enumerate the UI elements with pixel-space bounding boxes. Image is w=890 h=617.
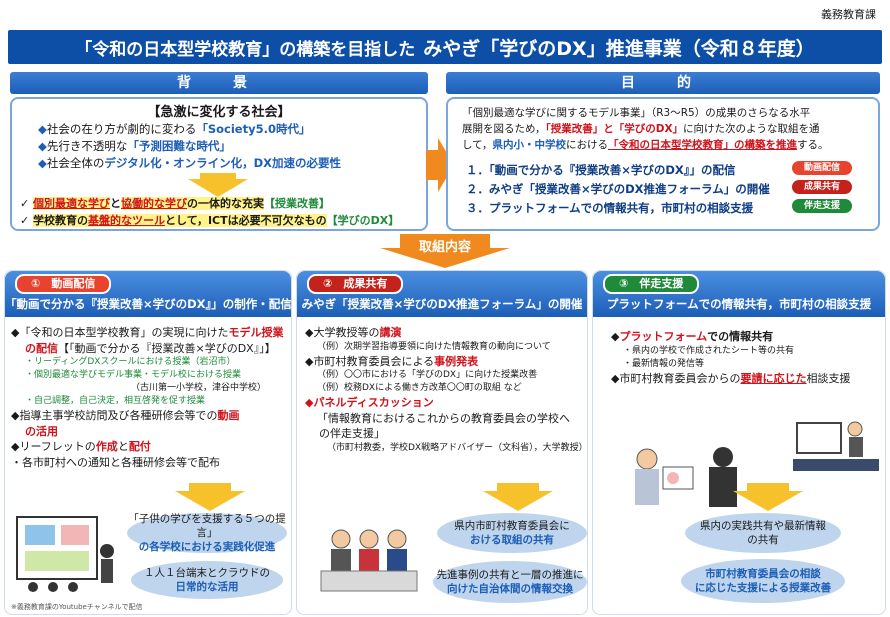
col2-outcome-2: 先進事例の共有と一層の推進に向けた自治体間の情報交換 <box>433 561 587 603</box>
objective-item-3: ３．プラットフォームでの情報共有，市町村の相談支援伴走支援 <box>466 199 862 218</box>
col2-down-arrow-icon <box>483 483 553 511</box>
down-arrow-icon <box>188 173 248 197</box>
background-panel: 【急激に変化する社会】 ◆社会の在り方が劇的に変わる「Society5.0時代」… <box>10 97 428 231</box>
lecturer-illustration <box>793 421 879 471</box>
title-part-b: みやぎ「学びのDX」推進事業（令和８年度） <box>423 37 815 60</box>
efforts-arrow-icon <box>380 234 510 268</box>
panelists-illustration <box>320 529 418 592</box>
col3-outcome-1: 県内の実践共有や最新情報の共有 <box>685 513 841 553</box>
title-part-a: 「令和の日本型学校教育」の構築を目指した <box>75 39 416 60</box>
col2-pill: ② 成果共有 <box>307 274 404 294</box>
tag-support: 伴走支援 <box>792 199 852 213</box>
background-bullet-1: ◆社会の在り方が劇的に変わる「Society5.0時代」 <box>38 122 311 136</box>
background-heading: 背 景 <box>10 72 428 94</box>
background-bullet-2: ◆先行き不透明な「予測困難な時代」 <box>38 139 231 153</box>
col1-down-arrow-icon <box>175 483 245 511</box>
efforts-label: 取組内容 <box>418 240 471 255</box>
objective-text: 「個別最適な学びに関するモデル事業」（R3〜R5）の成果のさらなる水平 展開を図… <box>462 107 829 151</box>
department-label: 義務教育課 <box>821 8 876 21</box>
col1-pill: ① 動画配信 <box>15 274 112 294</box>
background-box-title: 【急激に変化する社会】 <box>147 105 291 120</box>
youtube-credit: ※義務教育課のYoutubeチャンネルで配信 <box>11 603 143 611</box>
background-check-2: ✓ 学校教育の基盤的なツールとして，ICTは必要不可欠なもの【学びのDX】 <box>20 214 400 227</box>
col3-down-arrow-icon <box>733 483 803 511</box>
tag-video: 動画配信 <box>792 161 852 175</box>
col3-subtitle: プラットフォームでの情報共有，市町村の相談支援 <box>606 297 872 311</box>
background-check-1: ✓ 個別最適な学びと協働的な学びの一体的な充実【授業改善】 <box>20 197 331 210</box>
col1-outcome-2: １人１台端末とクラウドの日常的な活用 <box>131 561 283 599</box>
column-share: ② 成果共有 みやぎ「授業改善×学びのDX推進フォーラム」の開催 ◆大学教授等の… <box>296 270 588 615</box>
column-video: ① 動画配信 「動画で分かる『授業改善×学びのDX』」の制作・配信 ◆「令和の日… <box>4 270 292 615</box>
objective-heading: 目 的 <box>446 72 880 94</box>
objective-panel: 「個別最適な学びに関するモデル事業」（R3〜R5）の成果のさらなる水平 展開を図… <box>446 97 880 231</box>
background-bullet-3: ◆社会全体のデジタル化・オンライン化，DX加速の必要性 <box>38 156 342 170</box>
right-arrow-icon <box>426 138 454 192</box>
column-support: ③ 伴走支援 プラットフォームでの情報共有，市町村の相談支援 ◆プラットフォーム… <box>592 270 886 615</box>
presentation-illustration <box>16 516 114 592</box>
tag-share: 成果共有 <box>792 180 852 194</box>
col2-subtitle: みやぎ「授業改善×学びのDX推進フォーラム」の開催 <box>301 297 583 311</box>
col1-subtitle: 「動画で分かる『授業改善×学びのDX』」の制作・配信 <box>5 297 292 311</box>
col1-outcome-1: 「子供の学びを支援する５つの提言」の各学校における実践化促進 <box>127 513 287 553</box>
page-title: 「令和の日本型学校教育」の構築を目指した みやぎ「学びのDX」推進事業（令和８年… <box>8 30 882 64</box>
col2-outcome-1: 県内市町村教育委員会における取組の共有 <box>437 513 587 553</box>
objective-item-1: １．「動画で分かる『授業改善×学びのDX』」の配信動画配信 <box>466 161 862 180</box>
objective-item-2: ２．みやぎ「授業改善×学びのDX推進フォーラム」の開催成果共有 <box>466 180 862 199</box>
consultation-illustration <box>635 447 737 507</box>
col3-pill: ③ 伴走支援 <box>603 274 700 294</box>
col3-outcome-2: 市町村教育委員会の相談に応じた支援による授業改善 <box>681 559 845 603</box>
